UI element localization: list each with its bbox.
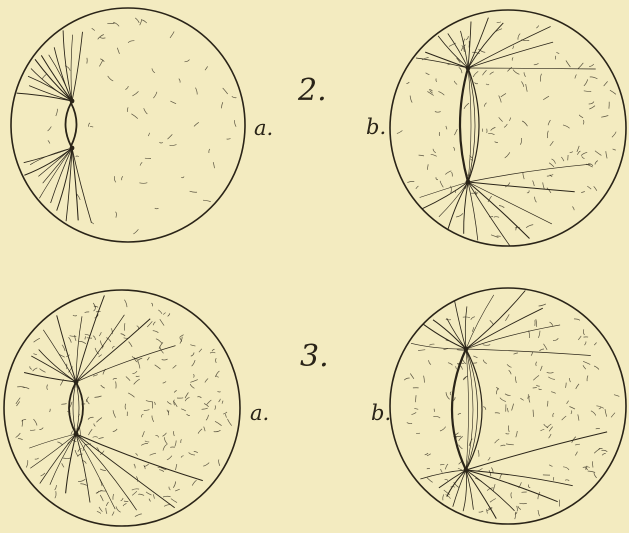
- panel-label-2b: b.: [366, 115, 386, 139]
- panel-label-3b: b.: [371, 401, 391, 425]
- panel-label-2a: a.: [254, 116, 273, 140]
- figure-number-2: 2.: [297, 73, 327, 108]
- figure-number-3: 3.: [300, 339, 329, 374]
- panel-label-3a: a.: [250, 401, 269, 425]
